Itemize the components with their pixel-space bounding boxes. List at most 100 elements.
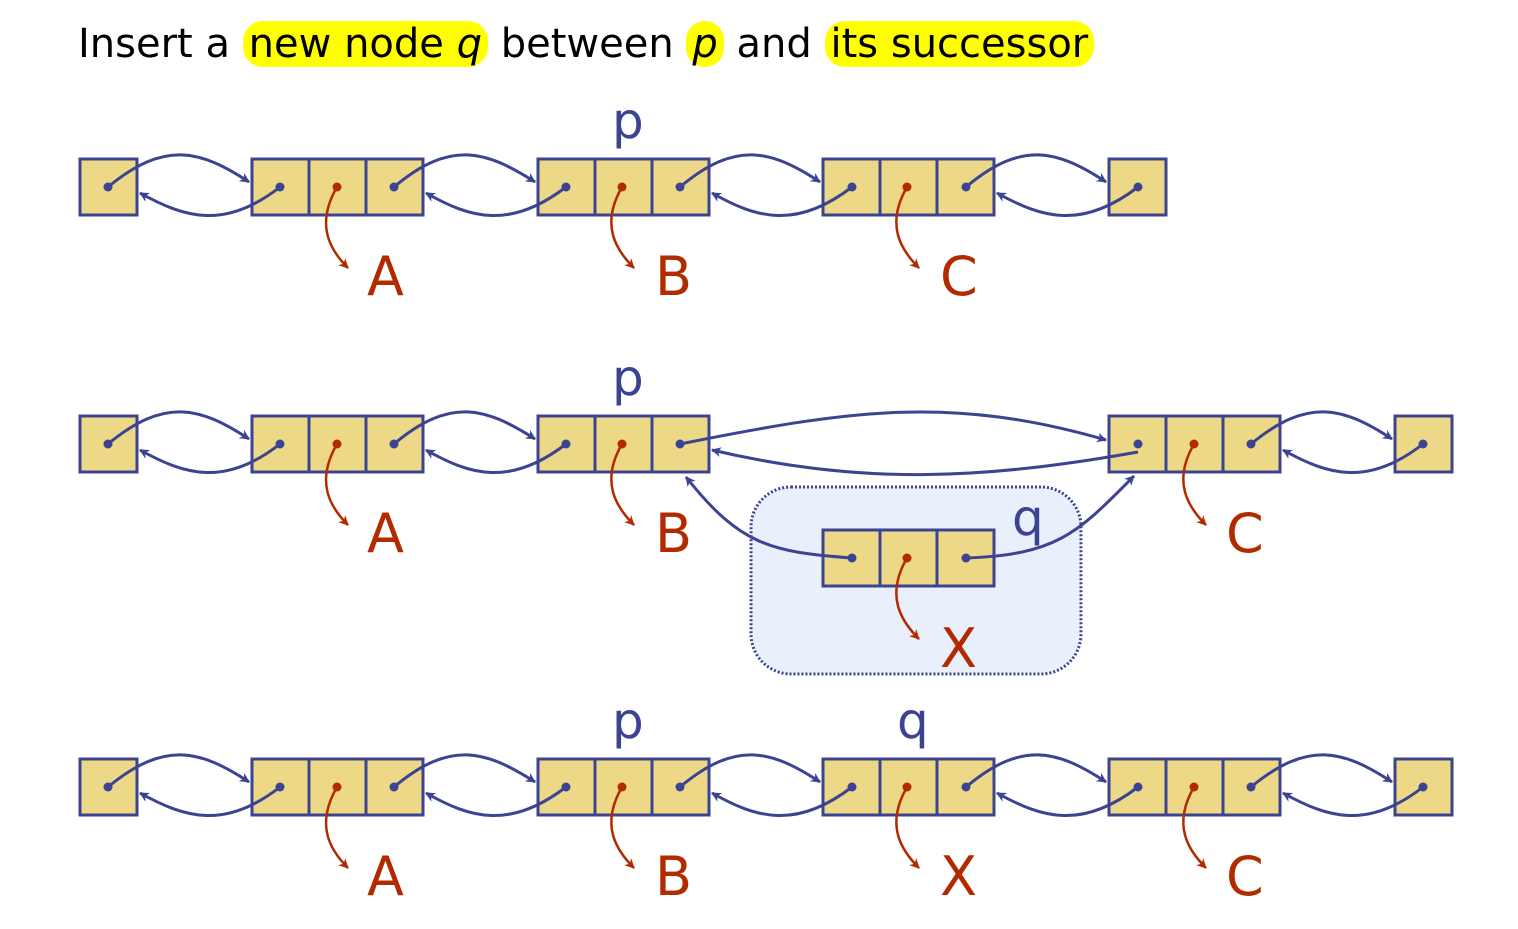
- pointer-dot: [103, 439, 113, 449]
- next-link-arrow: [965, 153, 1107, 189]
- row-linking-new-node: p q A B C X: [78, 349, 1454, 680]
- value-dot: [902, 182, 912, 192]
- node-B-prev-cell: [536, 157, 597, 217]
- node-X-value-cell: [878, 528, 939, 588]
- prev-link-arrow: [711, 185, 853, 218]
- pointer-dot: [389, 182, 399, 192]
- pointer-dot: [675, 439, 685, 449]
- value-label-A: A: [367, 845, 404, 908]
- title-highlight-successor: its successor: [824, 21, 1095, 67]
- pointer-dot: [847, 553, 857, 563]
- value-dot: [902, 553, 912, 563]
- prev-link-arrow: [139, 185, 281, 218]
- value-label-C: C: [940, 245, 978, 308]
- slide-title: Insert a new node q between p and its su…: [78, 14, 1095, 74]
- next-link-arrow: [107, 410, 250, 446]
- value-pointer-arrow: [324, 186, 349, 269]
- prev-link-arrow: [996, 785, 1139, 818]
- prev-link-arrow: [139, 442, 281, 475]
- value-label-X: X: [940, 845, 977, 908]
- prev-link-arrow: [1282, 442, 1424, 475]
- prev-link-arrow: [425, 442, 567, 475]
- title-and: and: [736, 21, 812, 67]
- value-label-C: C: [1226, 502, 1264, 565]
- pointer-dot: [675, 782, 685, 792]
- value-dot: [332, 182, 342, 192]
- pointer-dot: [103, 182, 113, 192]
- value-pointer-arrow: [895, 186, 920, 269]
- title-highlight-new-node: new node q: [242, 21, 488, 67]
- node-A-next-cell: [364, 414, 425, 474]
- new-node-prev-link-to-B: [684, 476, 853, 560]
- value-dot: [617, 439, 627, 449]
- next-link-arrow: [393, 410, 536, 446]
- value-pointer-arrow: [1182, 443, 1207, 526]
- title-var-p: p: [686, 21, 724, 67]
- next-link-arrow: [393, 153, 536, 189]
- title-prefix: Insert a: [78, 21, 230, 67]
- next-link-arrow-B-to-C: [679, 410, 1107, 446]
- node-X: [821, 757, 996, 817]
- value-label-B: B: [655, 502, 692, 565]
- title-var-q: q: [456, 21, 482, 67]
- pointer-label-q: q: [897, 692, 929, 750]
- prev-link-arrow: [1282, 785, 1424, 818]
- new-node-X: [821, 528, 996, 588]
- pointer-dot: [1133, 782, 1143, 792]
- next-link-arrow: [965, 753, 1107, 789]
- pointer-dot: [275, 439, 285, 449]
- pointer-dot: [1133, 182, 1143, 192]
- pointer-dot: [1133, 439, 1143, 449]
- prev-link-arrow: [711, 785, 853, 818]
- pointer-dot: [1418, 782, 1428, 792]
- next-link-arrow: [1250, 753, 1393, 789]
- value-dot: [332, 439, 342, 449]
- value-pointer-arrow: [610, 186, 635, 269]
- pointer-dot: [847, 782, 857, 792]
- prev-link-arrow: [139, 785, 281, 818]
- row-final-list: p q A B X C: [78, 692, 1454, 908]
- value-label-C: C: [1226, 845, 1264, 908]
- value-pointer-arrow: [324, 786, 349, 869]
- value-dot: [332, 782, 342, 792]
- head-sentinel-node: [78, 414, 139, 474]
- pointer-dot: [103, 782, 113, 792]
- next-link-arrow: [1250, 410, 1393, 446]
- prev-link-arrow: [996, 185, 1139, 218]
- value-dot: [1189, 782, 1199, 792]
- value-label-A: A: [367, 502, 404, 565]
- pointer-dot: [961, 553, 971, 563]
- node-B: [536, 757, 711, 817]
- new-node-next-link-to-C: [965, 474, 1136, 560]
- next-link-arrow: [679, 753, 821, 789]
- row-initial-list: p A B C: [78, 92, 1168, 308]
- pointer-label-p: p: [612, 349, 644, 407]
- pointer-dot: [275, 182, 285, 192]
- pointer-label-p: p: [612, 92, 644, 150]
- value-pointer-arrow: [895, 786, 920, 869]
- pointer-dot: [961, 182, 971, 192]
- prev-link-arrow-C-to-B: [711, 447, 1139, 477]
- pointer-dot: [1246, 782, 1256, 792]
- value-pointer-arrow: [610, 786, 635, 869]
- value-label-B: B: [655, 245, 692, 308]
- value-label-A: A: [367, 245, 404, 308]
- value-pointer-arrow: [895, 557, 920, 640]
- pointer-dot: [675, 182, 685, 192]
- next-link-arrow: [393, 753, 536, 789]
- pointer-dot: [389, 782, 399, 792]
- next-link-arrow: [679, 153, 821, 189]
- prev-link-arrow: [425, 185, 567, 218]
- value-pointer-arrow: [610, 443, 635, 526]
- value-pointer-arrow: [324, 443, 349, 526]
- value-label-B: B: [655, 845, 692, 908]
- value-label-X: X: [940, 617, 977, 680]
- pointer-dot: [847, 182, 857, 192]
- value-dot: [617, 182, 627, 192]
- next-link-arrow: [107, 153, 250, 189]
- prev-link-arrow: [425, 785, 567, 818]
- pointer-dot: [561, 782, 571, 792]
- pointer-dot: [389, 439, 399, 449]
- next-link-arrow: [107, 753, 250, 789]
